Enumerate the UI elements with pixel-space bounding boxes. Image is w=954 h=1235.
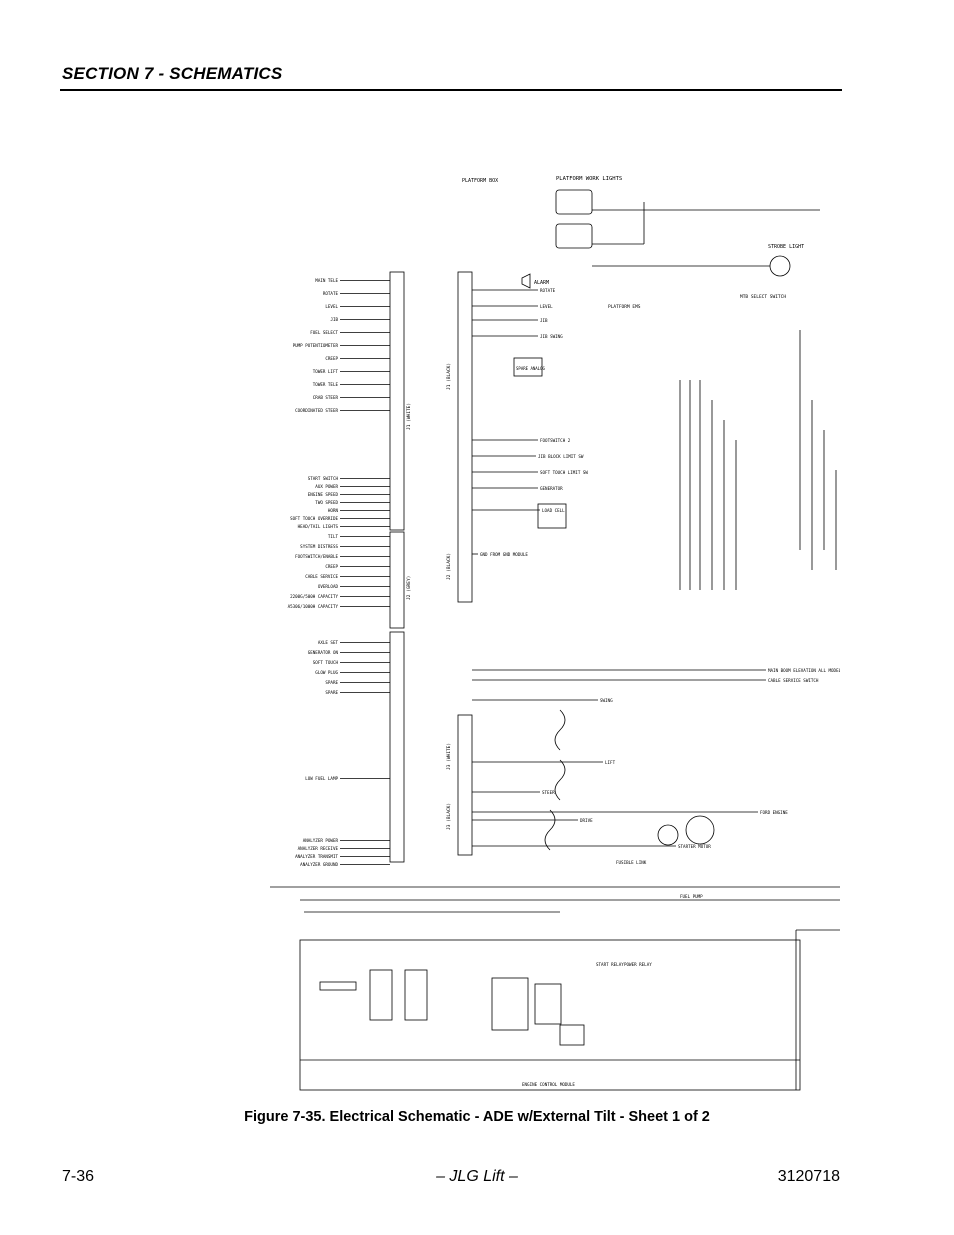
schematic-right-label: FORD ENGINE (760, 810, 788, 815)
schematic-left-label: ROTATE (323, 291, 339, 296)
schematic-right-label: FOOTSWITCH 2 (540, 438, 571, 443)
schematic-left-label: CREEP (325, 356, 338, 361)
schematic-right-label: GND FROM GND MODULE (480, 552, 528, 557)
platform-work-lights-label: PLATFORM WORK LIGHTS (556, 176, 622, 182)
schematic-left-label: COORDINATED STEER (295, 408, 338, 413)
schematic-left-label: LEVEL (325, 304, 338, 309)
schematic-left-label: AUX POWER (315, 484, 338, 489)
connector-label: J1 (BLACK) (446, 363, 452, 390)
schematic-right-label: JIB BLOCK LIMIT SW (538, 454, 584, 459)
connector-label: J3 (BLACK) (446, 803, 452, 830)
schematic-right-label: SOFT TOUCH LIMIT SW (540, 470, 588, 475)
schematic-left-label: TOWER TELE (313, 382, 339, 387)
schematic-left-label: HORN (328, 508, 339, 513)
schematic-left-label: AXLE SET (318, 640, 339, 645)
schematic-left-label: SOFT TOUCH OVERRIDE (290, 516, 338, 521)
schematic-left-label: ANALYZER GROUND (300, 862, 338, 867)
section-header-title: SECTION 7 - SCHEMATICS (62, 64, 283, 83)
platform-box-label: PLATFORM BOX (462, 178, 498, 184)
strobe-light-label: STROBE LIGHT (768, 244, 804, 250)
figure-caption: Figure 7-35. Electrical Schematic - ADE … (244, 1109, 710, 1125)
schematic-left-label: LOW FUEL LAMP (305, 776, 338, 781)
schematic-right-label: ENGINE CONTROL MODULE (522, 1082, 575, 1087)
schematic-right-label: JIB (540, 318, 548, 323)
schematic-left-label: HEAD/TAIL LIGHTS (298, 524, 339, 529)
connector-label: J2 (GREY) (406, 576, 412, 600)
schematic-left-label: FUEL SELECT (310, 330, 338, 335)
schematic-right-label: LOAD CELL (542, 508, 565, 513)
schematic-right-label: ROTATE (540, 288, 556, 293)
schematic-left-label: ANALYZER POWER (303, 838, 339, 843)
schematic-right-label: LIFT (605, 760, 616, 765)
schematic-left-label: PUMP POTENTIOMETER (293, 343, 339, 348)
schematic-left-label: FOOTSWITCH/ENABLE (295, 554, 338, 559)
schematic-right-label: SWING (600, 698, 613, 703)
schematic-right-label: GENERATOR (540, 486, 563, 491)
schematic-right-label: STARTER MOTOR (678, 844, 711, 849)
schematic-left-label: SPARE (325, 690, 338, 695)
document-number: 3120718 (777, 1168, 840, 1185)
schematic-left-label: SYSTEM DISTRESS (300, 544, 338, 549)
connector-label: J3 (WHITE) (446, 743, 452, 770)
schematic-right-label: CABLE SERVICE SWITCH (768, 678, 819, 683)
schematic-right-label: MAIN BOOM ELEVATION ALL MODELS (768, 668, 840, 673)
schematic-left-label: ENGINE SPEED (308, 492, 339, 497)
schematic-left-label: START SWITCH (308, 476, 339, 481)
schematic-right-label: FUSIBLE LINK (616, 860, 647, 865)
connector-label: J2 (BLACK) (446, 553, 452, 580)
schematic-right-label: START RELAY (596, 962, 624, 967)
page-number: 7-36 (62, 1168, 95, 1185)
schematic-left-label: ANALYZER RECEIVE (298, 846, 339, 851)
schematic-left-label: CABLE SERVICE (305, 574, 338, 579)
mtb-select-switch-label: MTB SELECT SWITCH (740, 294, 786, 300)
schematic-right-label: JIB SWING (540, 334, 563, 339)
footer-brand: – JLG Lift – (436, 1168, 518, 1185)
schematic-left-label: CRAB STEER (313, 395, 339, 400)
schematic-left-label: 2200G/500H CAPACITY (290, 594, 338, 599)
schematic-left-label: SOFT TOUCH (313, 660, 339, 665)
schematic-left-label: TWO SPEED (315, 500, 338, 505)
connector-label: J1 (WHITE) (406, 403, 412, 430)
schematic-right-label: STEER (542, 790, 555, 795)
schematic-left-label: JIB (330, 317, 338, 322)
schematic-left-label: SPARE (325, 680, 338, 685)
spare-analog-label: SPARE ANALOG (516, 366, 545, 371)
schematic-left-label: OVERLOAD (318, 584, 339, 589)
platform-ems-label: PLATFORM EMS (608, 304, 641, 310)
schematic-left-label: ANALYZER TRANSMIT (295, 854, 338, 859)
schematic-left-label: A5306/1000H CAPACITY (288, 604, 339, 609)
alarm-label: ALARM (534, 280, 549, 286)
schematic-left-label: TOWER LIFT (313, 369, 339, 374)
schematic-right-label: LEVEL (540, 304, 553, 309)
header-rule (60, 89, 842, 91)
schematic-right-label: DRIVE (580, 818, 593, 823)
schematic-left-label: CREEP (325, 564, 338, 569)
schematic-right-label: FUEL PUMP (680, 894, 703, 899)
schematic-left-label: GENERATOR ON (308, 650, 339, 655)
schematic-left-label: MAIN TELE (315, 278, 338, 283)
schematic-left-label: TILT (328, 534, 339, 539)
electrical-schematic: MAIN TELE ROTATE LEVEL JIB FUEL SELECT PUMP P… (270, 176, 840, 1091)
schematic-left-label: GLOW PLUG (315, 670, 338, 675)
schematic-right-label: POWER RELAY (624, 962, 652, 967)
